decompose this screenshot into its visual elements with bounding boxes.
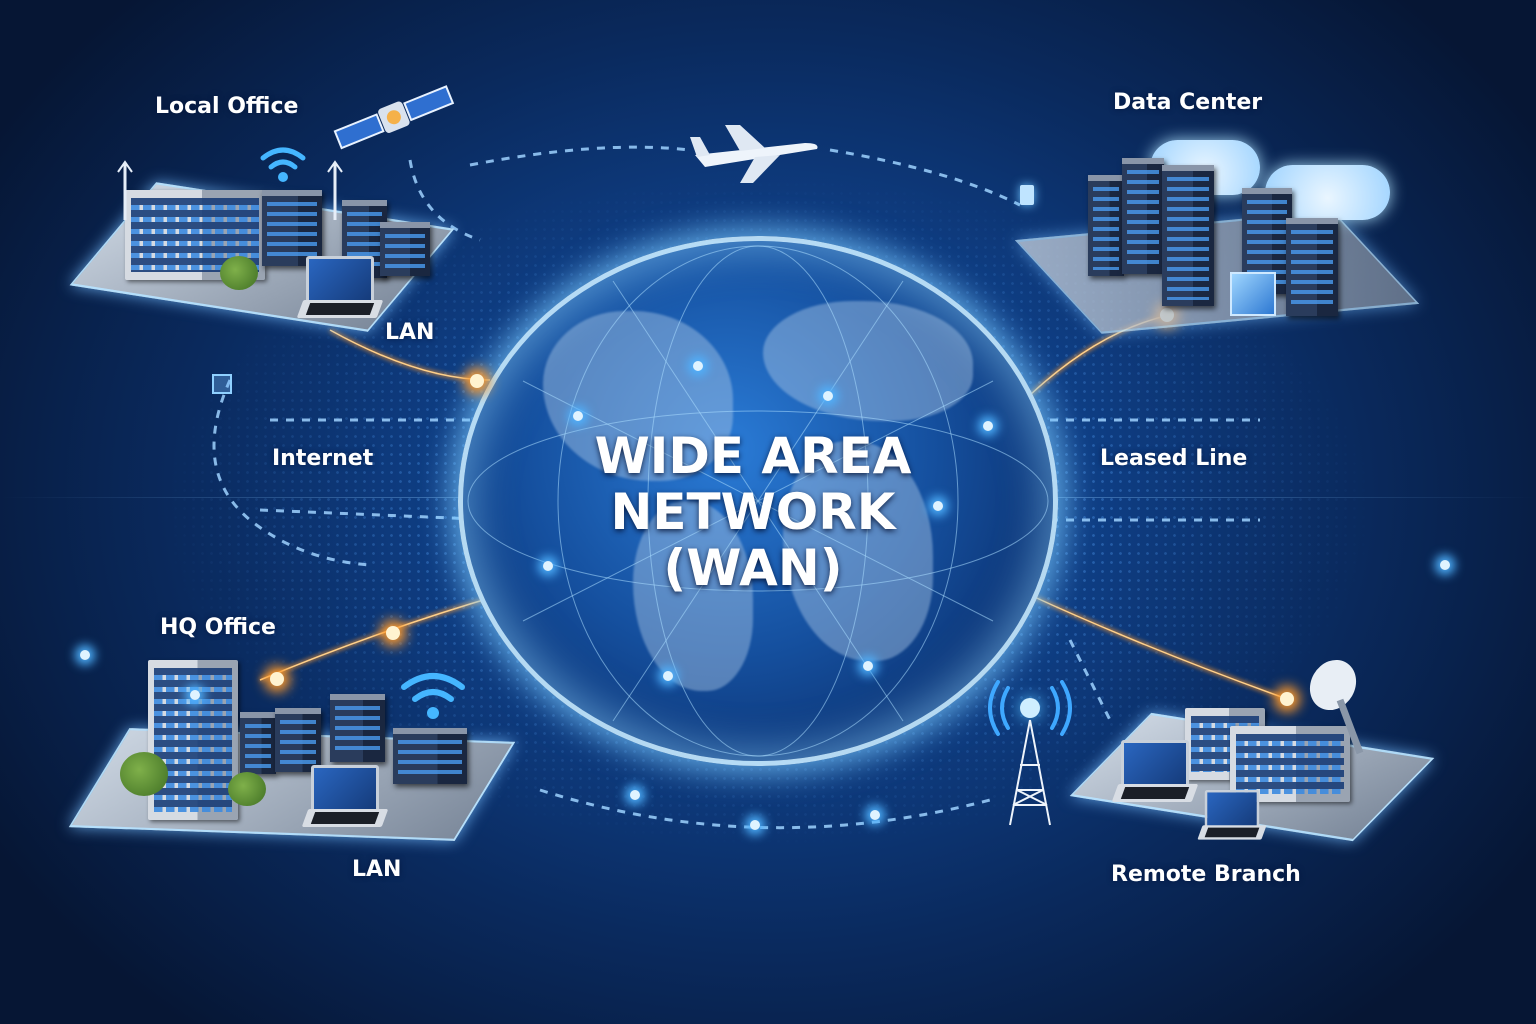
network-node xyxy=(1440,560,1450,570)
server-rack-icon xyxy=(275,708,321,772)
title-line-3: (WAN) xyxy=(663,539,843,597)
title-line-1: WIDE AREA xyxy=(594,427,912,485)
server-rack-icon xyxy=(1162,165,1214,306)
antenna-icon xyxy=(327,160,343,220)
storage-unit-icon xyxy=(1230,272,1276,316)
server-rack-icon xyxy=(380,222,430,276)
office-building-icon xyxy=(1230,726,1350,802)
title-line-2: NETWORK xyxy=(610,483,896,541)
airplane-icon xyxy=(690,125,818,183)
remote-branch-label: Remote Branch xyxy=(1111,862,1301,887)
network-node xyxy=(190,690,200,700)
tree-icon xyxy=(120,752,168,796)
cell-tower-icon xyxy=(988,680,1072,826)
office-building-icon xyxy=(148,660,238,820)
server-rack-icon xyxy=(262,190,322,266)
link-endpoint-glow xyxy=(1280,692,1294,706)
hq-office-label: HQ Office xyxy=(160,615,276,640)
router-node-icon xyxy=(1020,185,1034,205)
router-node-icon xyxy=(212,374,232,394)
local-office-label: Local Office xyxy=(155,94,299,119)
server-rack-icon xyxy=(393,728,467,784)
local-office-lan-label: LAN xyxy=(385,320,435,345)
network-node xyxy=(80,650,90,660)
wifi-icon xyxy=(401,673,465,719)
network-node xyxy=(750,820,760,830)
server-rack-icon xyxy=(1122,158,1164,274)
tree-icon xyxy=(220,256,258,290)
hq-office-lan-label: LAN xyxy=(352,857,402,882)
server-rack-icon xyxy=(1242,188,1292,294)
leased-line-label: Leased Line xyxy=(1100,446,1248,471)
server-rack-icon xyxy=(1088,175,1124,276)
data-center-label: Data Center xyxy=(1113,90,1263,115)
server-rack-icon xyxy=(330,694,385,762)
mesh-network-lines xyxy=(467,245,1049,757)
tree-icon xyxy=(228,772,266,806)
wifi-icon xyxy=(260,147,306,182)
globe-icon xyxy=(458,236,1058,766)
wan-title: WIDE AREA NETWORK (WAN) xyxy=(458,428,1048,596)
link-endpoint-glow xyxy=(270,672,284,686)
antenna-icon xyxy=(117,160,133,220)
server-rack-icon xyxy=(240,712,276,774)
internet-label: Internet xyxy=(272,446,374,471)
network-node xyxy=(870,810,880,820)
link-endpoint-glow xyxy=(470,374,484,388)
server-rack-icon xyxy=(1286,218,1338,316)
link-endpoint-glow xyxy=(386,626,400,640)
satellite-dish-icon xyxy=(1309,659,1364,755)
satellite-icon xyxy=(333,85,455,150)
network-node xyxy=(630,790,640,800)
